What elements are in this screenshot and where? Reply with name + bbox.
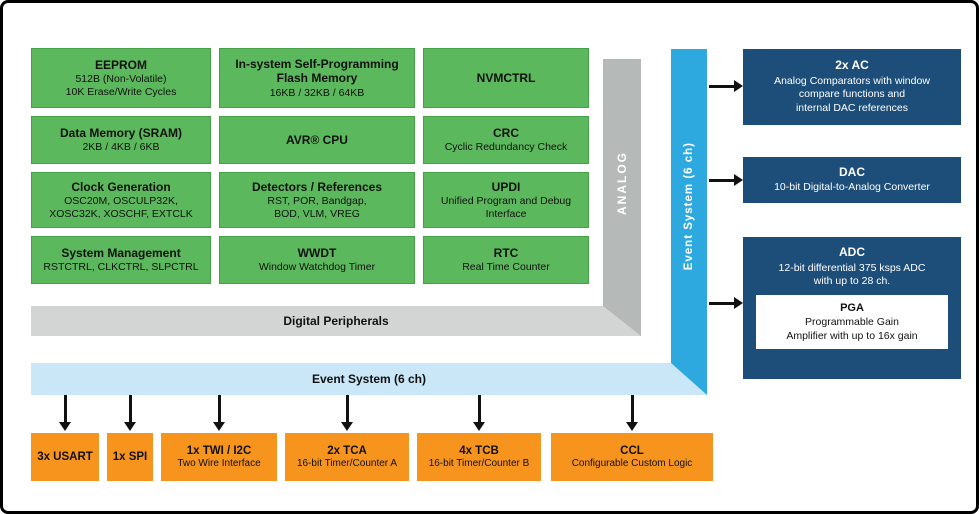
arrow-stem [345,395,349,422]
block-tcb: 4x TCB 16-bit Timer/Counter B [417,433,541,481]
block-sub: 512B (Non-Volatile) 10K Erase/Write Cycl… [65,73,177,98]
block-title: 2x AC [835,58,869,73]
block-analog-comparator: 2x AC Analog Comparators with window com… [743,49,961,125]
event-system-bar: Event System (6 ch) [671,49,707,395]
block-sub: 10-bit Digital-to-Analog Converter [774,181,930,194]
arrow-stem [709,84,734,88]
block-title: In-system Self-Programming Flash Memory [235,56,399,86]
block-title: 1x SPI [112,450,148,463]
block-flash: In-system Self-Programming Flash Memory … [219,48,415,108]
block-sub: Two Wire Interface [177,457,261,469]
block-sram: Data Memory (SRAM) 2KB / 4KB / 6KB [31,116,211,164]
block-title: 4x TCB [459,444,499,457]
arrow-to-ac [709,79,743,93]
arrow-to-ccl [625,395,639,431]
arrow-stem [217,395,221,422]
block-sub: 2KB / 4KB / 6KB [82,141,160,154]
block-title: 2x TCA [327,444,367,457]
digital-peripherals-label: Digital Peripherals [283,314,389,328]
block-title: NVMCTRL [476,70,536,85]
event-system-label: Event System (6 ch) [311,372,427,386]
arrow-head [734,174,743,186]
block-usart: 3x USART [31,433,99,481]
arrow-to-twi [212,395,226,431]
arrow-to-spi [123,395,137,431]
arrow-head [734,80,743,92]
block-sub: OSC20M, OSCULP32K, XOSC32K, XOSCHF, EXTC… [49,195,193,220]
block-title: WWDT [297,246,337,260]
arrow-to-usart [58,395,72,431]
arrow-to-tca [340,395,354,431]
block-system-management: System Management RSTCTRL, CLKCTRL, SLPC… [31,236,211,284]
block-pga: PGA Programmable Gain Amplifier with up … [756,294,948,350]
analog-label: ANALOG [615,150,629,215]
block-nvmctrl: NVMCTRL [423,48,589,108]
block-tca: 2x TCA 16-bit Timer/Counter A [285,433,409,481]
block-title: 3x USART [37,450,93,463]
block-eeprom: EEPROM 512B (Non-Volatile) 10K Erase/Wri… [31,48,211,108]
block-sub: 12-bit differential 375 ksps ADC with up… [778,261,926,288]
block-sub: Cyclic Redundancy Check [444,141,568,154]
block-avr-cpu: AVR® CPU [219,116,415,164]
block-title: DAC [839,164,865,179]
arrow-head [626,422,638,431]
block-wwdt: WWDT Window Watchdog Timer [219,236,415,284]
block-spi: 1x SPI [107,433,153,481]
arrow-to-tcb [472,395,486,431]
block-sub: Unified Program and Debug Interface [440,195,572,220]
block-sub: RST, POR, Bandgap, BOD, VLM, VREG [267,195,367,220]
block-dac: DAC 10-bit Digital-to-Analog Converter [743,157,961,203]
block-twi: 1x TWI / I2C Two Wire Interface [161,433,277,481]
block-title: RTC [493,246,519,260]
block-sub: 16KB / 32KB / 64KB [269,86,365,99]
analog-bar: ANALOG [603,59,641,336]
digital-peripherals-band: Digital Peripherals [31,306,641,336]
arrow-to-adc [709,296,743,310]
block-title: 1x TWI / I2C [186,444,252,457]
block-sub: 16-bit Timer/Counter A [296,457,398,469]
event-system-vertical-label: Event System (6 ch) [683,141,695,271]
block-title: Data Memory (SRAM) [59,126,182,140]
block-detectors-references: Detectors / References RST, POR, Bandgap… [219,172,415,228]
block-title: AVR® CPU [286,132,348,147]
arrow-stem [477,395,481,422]
block-clock-generation: Clock Generation OSC20M, OSCULP32K, XOSC… [31,172,211,228]
arrow-head [734,297,743,309]
digital-peripherals-grid: EEPROM 512B (Non-Volatile) 10K Erase/Wri… [31,48,589,284]
block-rtc: RTC Real Time Counter [423,236,589,284]
event-system-band: Event System (6 ch) [31,363,707,395]
block-sub: Configurable Custom Logic [571,457,693,469]
block-title: CCL [620,444,644,457]
block-sub: Real Time Counter [462,261,550,274]
arrow-head [124,422,136,431]
arrow-head [213,422,225,431]
block-title: ADC [839,245,865,259]
block-sub: Programmable Gain Amplifier with up to 1… [786,316,918,342]
arrow-head [59,422,71,431]
arrow-stem [709,301,734,305]
block-sub: Window Watchdog Timer [258,261,376,274]
block-crc: CRC Cyclic Redundancy Check [423,116,589,164]
block-adc: ADC 12-bit differential 375 ksps ADC wit… [743,237,961,379]
block-updi: UPDI Unified Program and Debug Interface [423,172,589,228]
arrow-stem [709,178,734,182]
block-sub: 16-bit Timer/Counter B [428,457,530,469]
arrow-head [341,422,353,431]
block-title: System Management [61,246,181,260]
arrow-to-dac [709,173,743,187]
block-sub: Analog Comparators with window compare f… [774,74,930,115]
block-title: PGA [840,301,864,314]
arrow-stem [63,395,67,422]
block-sub: RSTCTRL, CLKCTRL, SLPCTRL [43,261,199,274]
arrow-head [473,422,485,431]
arrow-stem [128,395,132,422]
arrow-stem [630,395,634,422]
block-title: EEPROM [94,57,147,72]
block-title: CRC [493,126,519,140]
block-title: Detectors / References [251,179,383,194]
block-title: Clock Generation [71,179,171,194]
block-title: UPDI [491,179,521,194]
block-ccl: CCL Configurable Custom Logic [551,433,713,481]
